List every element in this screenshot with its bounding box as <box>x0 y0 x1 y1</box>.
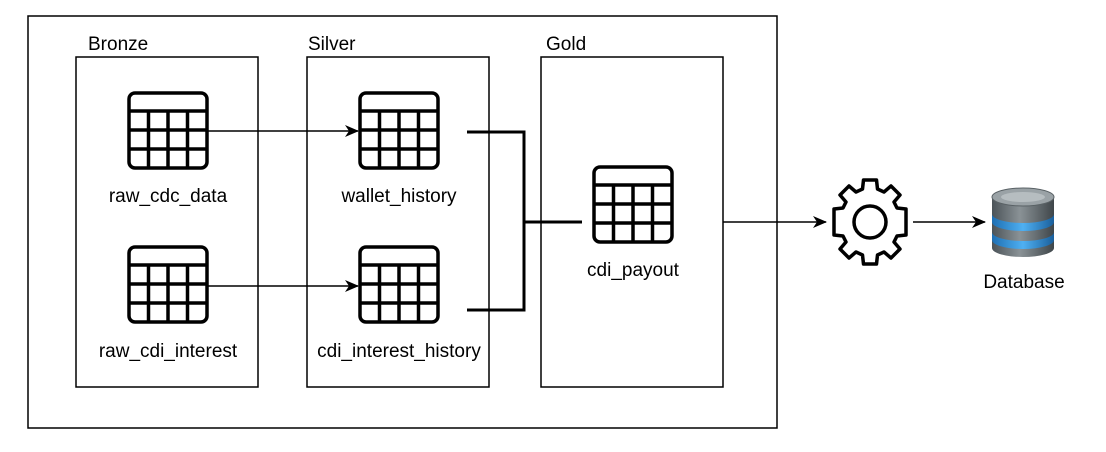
silver-layer-label: Silver <box>308 34 356 55</box>
table-label-cdi-payout: cdi_payout <box>587 260 680 281</box>
silver-layer: Silver wallet_history cdi_interest_histo… <box>306 34 490 388</box>
join-bracket <box>467 130 582 312</box>
bronze-layer-box <box>75 56 259 388</box>
silver-layer-box <box>306 56 490 388</box>
gold-layer-label: Gold <box>546 34 586 55</box>
table-label-raw-cdi-interest: raw_cdi_interest <box>99 341 238 362</box>
bronze-layer-label: Bronze <box>88 34 148 55</box>
gear-icon <box>832 178 908 266</box>
table-icon <box>358 91 440 170</box>
database-label: Database <box>983 272 1064 293</box>
table-label-raw-cdc-data: raw_cdc_data <box>109 186 228 207</box>
table-icon <box>592 165 674 244</box>
table-icon <box>127 245 209 324</box>
table-label-cdi-interest-history: cdi_interest_history <box>317 341 481 362</box>
table-icon <box>127 91 209 170</box>
database-icon <box>991 187 1055 257</box>
table-icon <box>358 245 440 324</box>
bronze-layer: Bronze raw_cdc_data raw_cdi_interest <box>75 34 259 388</box>
gold-layer: Gold cdi_payout <box>540 34 724 388</box>
table-label-wallet-history: wallet_history <box>340 186 457 207</box>
